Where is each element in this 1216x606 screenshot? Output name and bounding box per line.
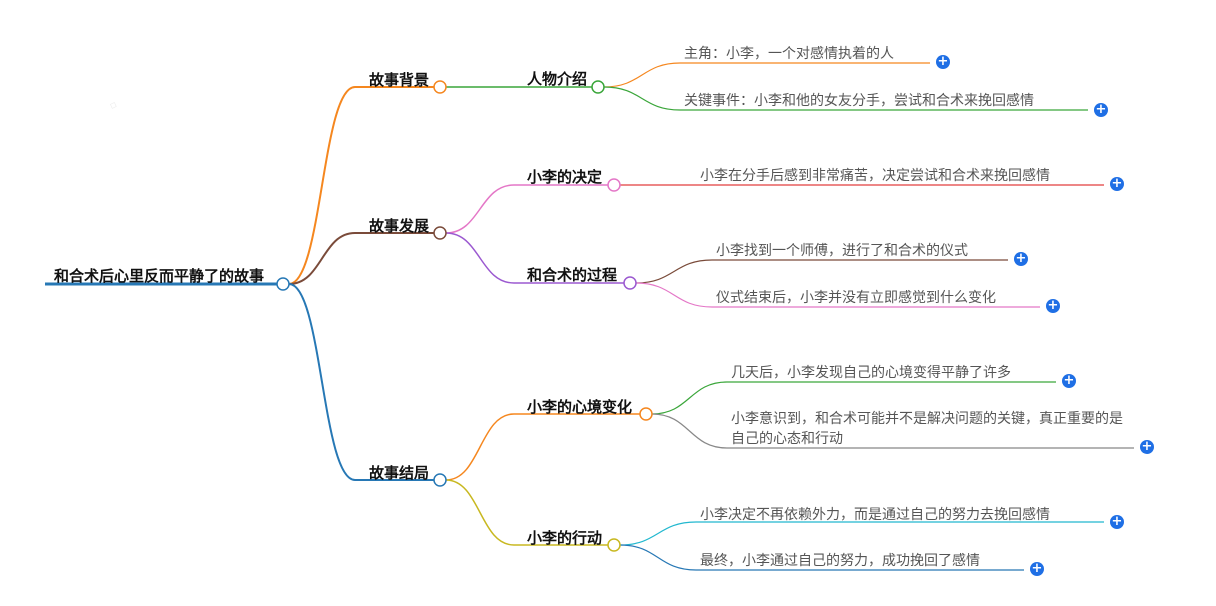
leaf-no-change: 仪式结束后，小李并没有立即感觉到什么变化: [716, 290, 996, 306]
leaf-key-event: 关键事件：小李和他的女友分手，尝试和合术来挽回感情: [684, 93, 1034, 109]
leaf-connector: [635, 282, 713, 308]
root-node-label[interactable]: 和合术后心里反而平静了的故事: [54, 267, 265, 285]
expand-plus-icon[interactable]: +: [1046, 298, 1060, 313]
expand-plus-icon[interactable]: +: [936, 54, 950, 69]
leaf-connector: [603, 86, 681, 111]
expand-plus-icon[interactable]: +: [1110, 514, 1124, 529]
leaf-connector: [603, 62, 681, 88]
expand-plus-icon[interactable]: +: [1062, 373, 1076, 388]
node-character-intro[interactable]: 人物介绍: [527, 70, 588, 88]
leaf-decision-detail: 小李在分手后感到非常痛苦，决定尝试和合术来挽回感情: [700, 168, 1050, 184]
leaf-final-outcome: 最终，小李通过自己的努力，成功挽回了感情: [700, 553, 980, 569]
leaf-connector: [619, 521, 697, 546]
child-connector: [445, 479, 515, 546]
collapse-toggle-icon[interactable]: [433, 473, 447, 487]
collapse-toggle-icon[interactable]: [623, 276, 637, 290]
child-connector: [445, 413, 515, 481]
leaf-no-external-help: 小李决定不再依赖外力，而是通过自己的努力去挽回感情: [700, 507, 1050, 523]
expand-plus-icon[interactable]: +: [1140, 439, 1154, 454]
branch-connector: [288, 86, 356, 285]
leaf-found-master: 小李找到一个师傅，进行了和合术的仪式: [716, 243, 968, 259]
collapse-toggle-icon[interactable]: [276, 277, 290, 291]
leaf-protagonist: 主角：小李，一个对感情执着的人: [684, 46, 894, 62]
collapse-toggle-icon[interactable]: [591, 80, 605, 94]
child-connector: [445, 232, 515, 284]
collapse-toggle-icon[interactable]: [607, 538, 621, 552]
leaf-realization: 小李意识到，和合术可能并不是解决问题的关键，真正重要的是自己的心态和行动: [731, 411, 1123, 447]
node-mind-change[interactable]: 小李的心境变化: [527, 398, 633, 416]
node-ritual-process[interactable]: 和合术的过程: [527, 266, 618, 284]
leaf-calm-days-later: 几天后，小李发现自己的心境变得平静了许多: [731, 365, 1011, 381]
collapse-toggle-icon[interactable]: [433, 226, 447, 240]
branch-connector: [288, 283, 356, 481]
node-xiaoli-action[interactable]: 小李的行动: [527, 529, 603, 547]
collapse-toggle-icon[interactable]: [433, 80, 447, 94]
expand-plus-icon[interactable]: +: [1030, 561, 1044, 576]
leaf-connector: [635, 259, 713, 284]
collapse-toggle-icon[interactable]: [607, 178, 621, 192]
collapse-toggle-icon[interactable]: [639, 407, 653, 421]
branch-connector: [288, 232, 356, 285]
branch-story-background[interactable]: 故事背景: [369, 71, 430, 89]
expand-plus-icon[interactable]: +: [1094, 102, 1108, 117]
expand-plus-icon[interactable]: +: [1110, 176, 1124, 191]
leaf-connector: [651, 381, 728, 415]
expand-plus-icon[interactable]: +: [1014, 251, 1028, 266]
branch-story-development[interactable]: 故事发展: [369, 217, 430, 235]
branch-story-ending[interactable]: 故事结局: [369, 464, 430, 482]
child-connector: [445, 184, 515, 234]
node-xiaoli-decision[interactable]: 小李的决定: [527, 168, 603, 186]
leaf-connector: [651, 413, 728, 449]
leaf-connector: [619, 544, 697, 571]
